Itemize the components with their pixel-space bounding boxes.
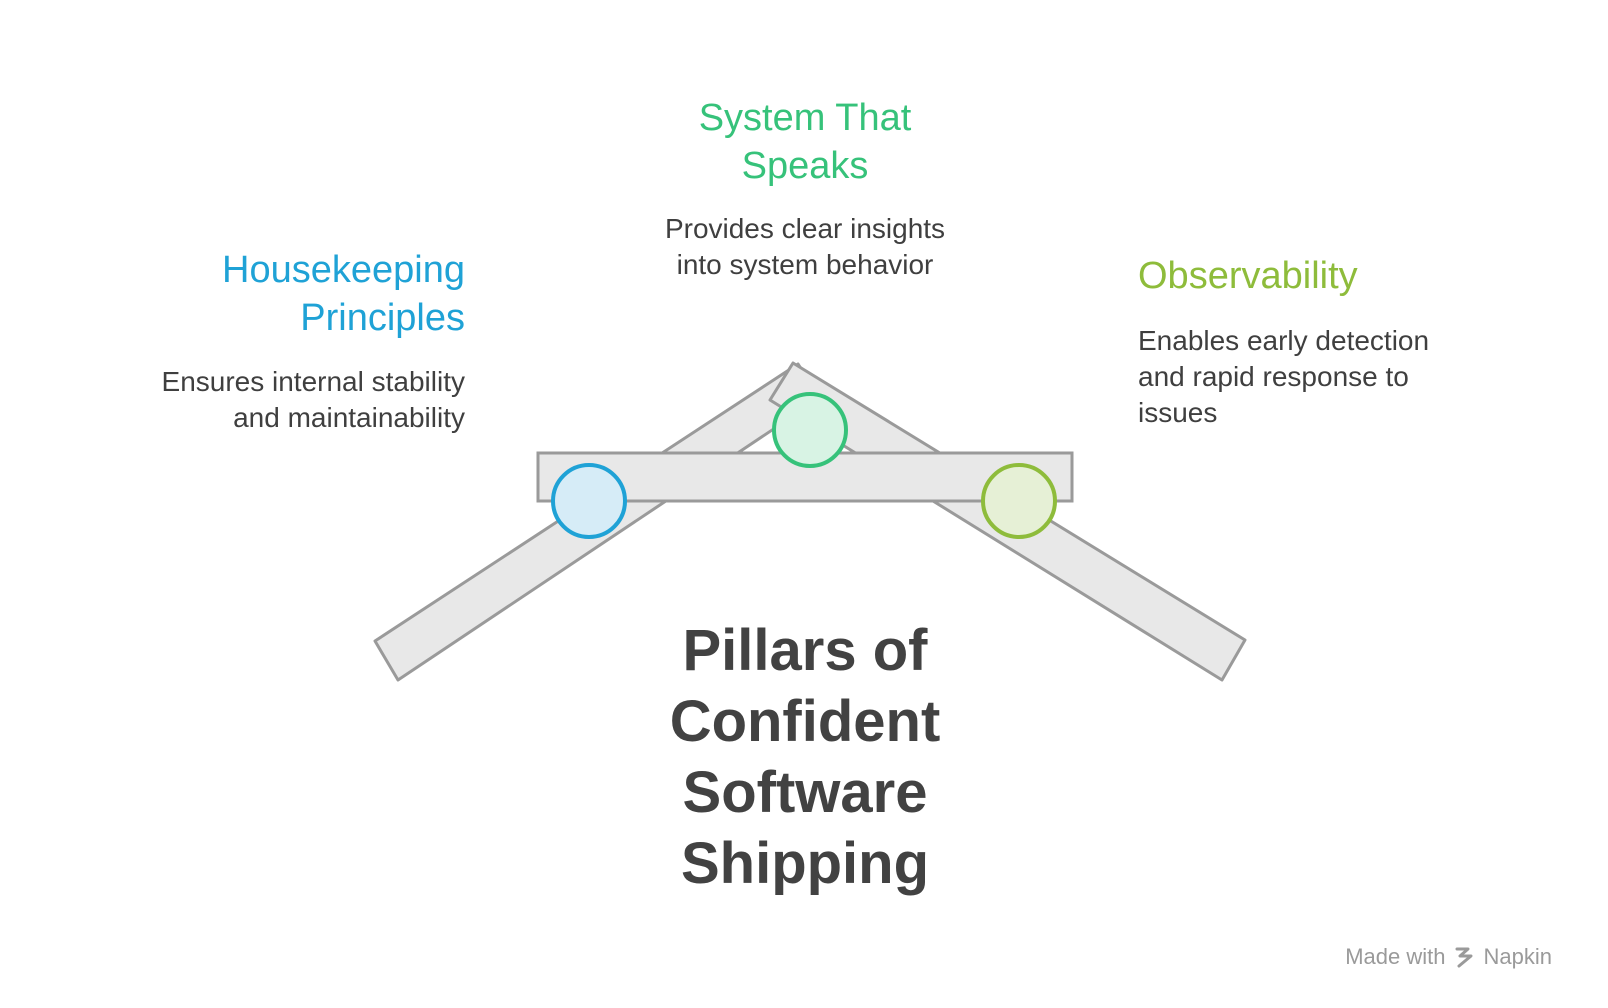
observability-heading: Observability	[1138, 255, 1358, 297]
system-that-speaks-description: Provides clear insights into system beha…	[664, 213, 946, 280]
system-that-speaks-node	[772, 392, 848, 468]
diagram-title: Pillars of Confident Software Shipping	[669, 618, 941, 896]
housekeeping-heading: Housekeeping Principles	[222, 249, 465, 339]
system-that-speaks-heading: System That Speaks	[698, 97, 912, 187]
watermark-prefix: Made with	[1345, 944, 1446, 969]
watermark-brand: Napkin	[1483, 944, 1552, 969]
housekeeping-description: Ensures internal stability and maintaina…	[161, 366, 465, 433]
made-with-napkin-watermark: Made with Napkin	[1345, 944, 1552, 970]
observability-node	[981, 463, 1057, 539]
housekeeping-node	[551, 463, 627, 539]
napkin-logo-icon	[1455, 947, 1473, 968]
observability-description: Enables early detection and rapid respon…	[1138, 325, 1430, 428]
